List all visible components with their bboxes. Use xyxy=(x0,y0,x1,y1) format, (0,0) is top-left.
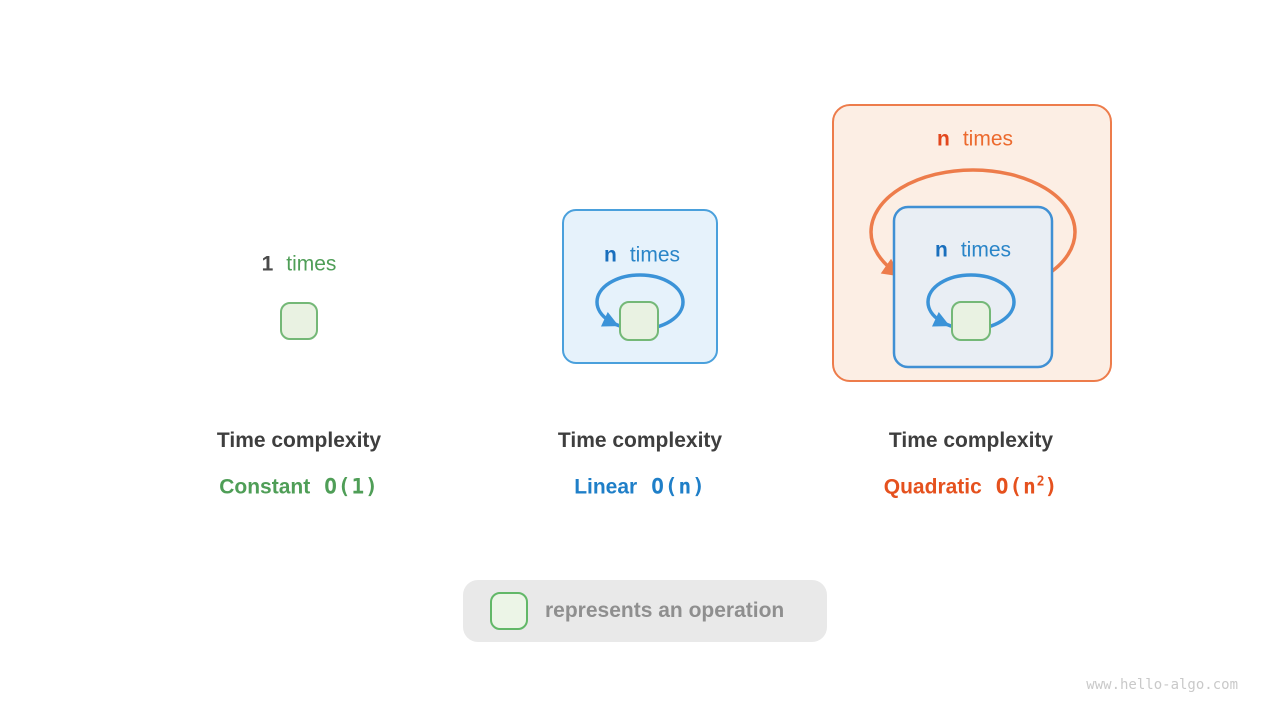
linear-loop-panel: n times xyxy=(562,209,718,364)
linear-big-o: O(n) xyxy=(651,474,706,499)
linear-count: n xyxy=(603,243,617,267)
quadratic-inner-times-label: times xyxy=(960,238,1012,262)
watermark: www.hello-algo.com xyxy=(1086,677,1238,693)
constant-times-label: times xyxy=(286,252,337,276)
quadratic-name: Quadratic xyxy=(883,475,982,499)
operation-box xyxy=(951,301,991,341)
constant-count-label: 1 times xyxy=(262,254,337,275)
operation-box xyxy=(619,301,659,341)
constant-operation-box xyxy=(280,302,318,340)
legend: represents an operation xyxy=(463,580,827,642)
linear-title: Time complexity xyxy=(557,429,723,452)
quadratic-complexity-label: Quadratic O(n2) xyxy=(884,475,1058,500)
linear-count-label: n times xyxy=(604,245,680,266)
quadratic-big-o: O(n2) xyxy=(995,474,1059,499)
constant-big-o: O(1) xyxy=(324,474,379,499)
constant-title: Time complexity xyxy=(216,429,382,452)
inner-loop-arrowhead xyxy=(931,312,950,327)
quadratic-title: Time complexity xyxy=(888,429,1054,452)
operation-box-icon xyxy=(490,592,528,630)
quadratic-loop-panel: n times n times xyxy=(832,104,1112,382)
linear-name: Linear xyxy=(574,475,638,499)
legend-label: represents an operation xyxy=(545,599,785,622)
loop-arrowhead xyxy=(600,312,619,327)
constant-complexity-label: Constant O(1) xyxy=(219,475,379,500)
quadratic-loop-graphic xyxy=(869,168,1077,369)
constant-name: Constant xyxy=(219,475,311,499)
quadratic-outer-count-label: n times xyxy=(937,129,1013,150)
inner-loop-panel-box xyxy=(892,205,1054,369)
linear-loop-graphic xyxy=(595,273,685,341)
quadratic-inner-count: n xyxy=(934,238,948,262)
linear-times-label: times xyxy=(629,243,681,267)
quadratic-outer-times-label: times xyxy=(962,127,1014,151)
quadratic-outer-count: n xyxy=(936,127,950,151)
linear-complexity-label: Linear O(n) xyxy=(574,475,706,500)
constant-count: 1 xyxy=(261,252,274,276)
quadratic-inner-count-label: n times xyxy=(935,240,1011,261)
